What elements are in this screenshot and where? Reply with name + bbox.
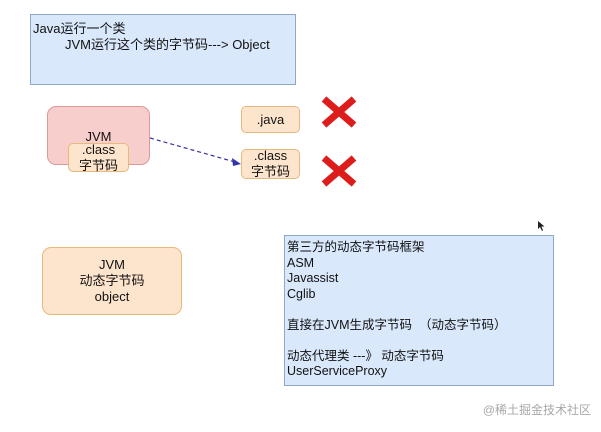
cross-icon: [321, 96, 357, 128]
mouse-cursor-icon: [538, 221, 545, 231]
frameworks-line: Javassist: [287, 271, 339, 285]
jvm-box-title: JVM: [85, 129, 112, 144]
cross-icon: [321, 155, 357, 187]
top-note-line2: JVM运行这个类的字节码---> Object: [65, 37, 270, 52]
jvm-inner-line2: 字节码: [78, 157, 118, 173]
frameworks-line: 直接在JVM生成字节码 （动态字节码）: [287, 317, 507, 332]
arrow-head: [232, 158, 241, 166]
top-note-box: Java运行一个类 JVM运行这个类的字节码---> Object: [30, 14, 296, 85]
frameworks-line: UserServiceProxy: [287, 364, 388, 378]
watermark: @稀土掘金技术社区: [482, 403, 591, 417]
class-file-line1: .class: [253, 148, 288, 163]
dynamic-jvm-box: JVM 动态字节码 object: [42, 247, 182, 315]
frameworks-note-box: 第三方的动态字节码框架 ASM Javassist Cglib ​ 直接在JVM…: [284, 235, 554, 386]
dynamic-line3: object: [94, 289, 130, 304]
java-file-box: .java: [241, 106, 300, 133]
top-note-line1: Java运行一个类: [33, 21, 126, 36]
frameworks-line: ​: [287, 333, 553, 349]
class-file-box: .class 字节码: [241, 148, 300, 179]
jvm-inner-line1: .class: [81, 141, 116, 157]
arrow-line: [149, 137, 236, 163]
java-file-label: .java: [256, 111, 285, 127]
frameworks-line: ASM: [287, 255, 315, 270]
frameworks-line: 第三方的动态字节码框架: [287, 240, 425, 254]
frameworks-line: ​: [287, 302, 553, 318]
dynamic-line2: 动态字节码: [79, 273, 145, 288]
jvm-class-bytecode-box: .class 字节码: [68, 141, 129, 173]
class-file-line2: 字节码: [250, 164, 290, 179]
frameworks-line: 动态代理类 ---》 动态字节码: [287, 348, 444, 363]
frameworks-line: Cglib: [287, 286, 316, 301]
dynamic-line1: JVM: [99, 257, 125, 272]
